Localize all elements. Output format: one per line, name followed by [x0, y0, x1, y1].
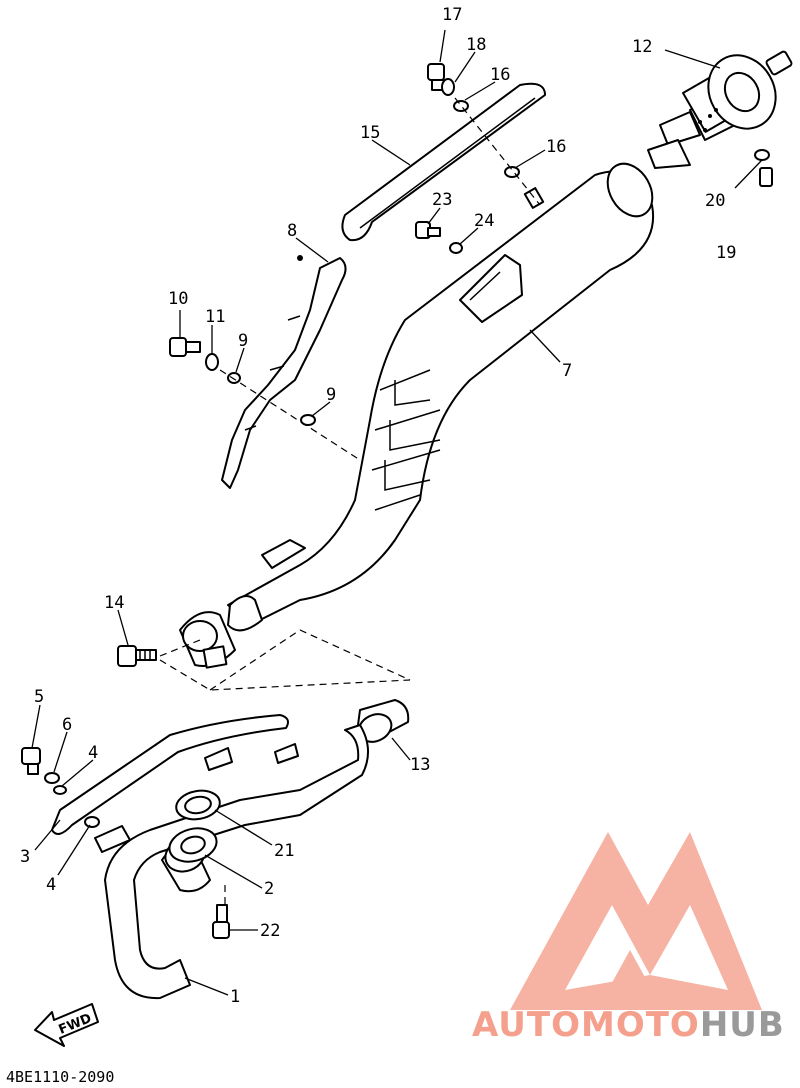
part-3-protector — [51, 714, 289, 835]
callout-22: 22 — [260, 921, 280, 941]
part-14-bolt — [117, 645, 157, 667]
callout-8: 8 — [287, 221, 297, 241]
watermark-text: AUTOMOTOHUB — [472, 1005, 785, 1045]
callout-6: 6 — [62, 715, 72, 735]
callout-17: 17 — [442, 5, 462, 25]
callout-15: 15 — [360, 123, 380, 143]
callout-11: 11 — [205, 307, 225, 327]
diagram-code: 4BE1110-2090 — [6, 1068, 114, 1086]
assembly-lines — [159, 97, 541, 905]
part-21-gasket — [175, 789, 221, 821]
watermark-auto: AUTO — [472, 1005, 581, 1045]
leader-lines — [31, 29, 763, 996]
callout-5: 5 — [34, 687, 44, 707]
callout-9a: 9 — [238, 331, 248, 351]
part-8-bracket — [221, 257, 347, 489]
callout-16b: 16 — [546, 137, 566, 157]
callout-labels: 17 18 16 12 15 16 23 24 20 19 8 10 11 9 … — [20, 5, 736, 1007]
watermark-moto: MOTO — [581, 1005, 700, 1045]
callout-2: 2 — [264, 879, 274, 899]
callout-7: 7 — [562, 361, 572, 381]
callout-13: 13 — [410, 755, 430, 775]
watermark-logo — [510, 832, 762, 1010]
fwd-arrow-icon: FWD — [34, 1003, 99, 1047]
callout-18: 18 — [466, 35, 486, 55]
callout-10: 10 — [168, 289, 188, 309]
part-2-flange — [168, 827, 218, 863]
callout-3: 3 — [20, 847, 30, 867]
fasteners — [21, 63, 773, 939]
watermark-hub: HUB — [700, 1005, 785, 1045]
part-7-muffler — [179, 162, 655, 669]
callout-14: 14 — [104, 593, 124, 613]
callout-21: 21 — [274, 841, 294, 861]
part-15-protector — [341, 82, 546, 242]
callout-19: 19 — [716, 243, 736, 263]
callout-4b: 4 — [46, 875, 56, 895]
callout-24: 24 — [474, 211, 494, 231]
callout-20: 20 — [705, 191, 725, 211]
callout-9b: 9 — [326, 385, 336, 405]
callout-1: 1 — [230, 987, 240, 1007]
callout-23: 23 — [432, 190, 452, 210]
callout-4a: 4 — [88, 743, 98, 763]
part-12-spark-arrester — [647, 50, 793, 169]
callout-16a: 16 — [490, 65, 510, 85]
callout-12: 12 — [632, 37, 652, 57]
